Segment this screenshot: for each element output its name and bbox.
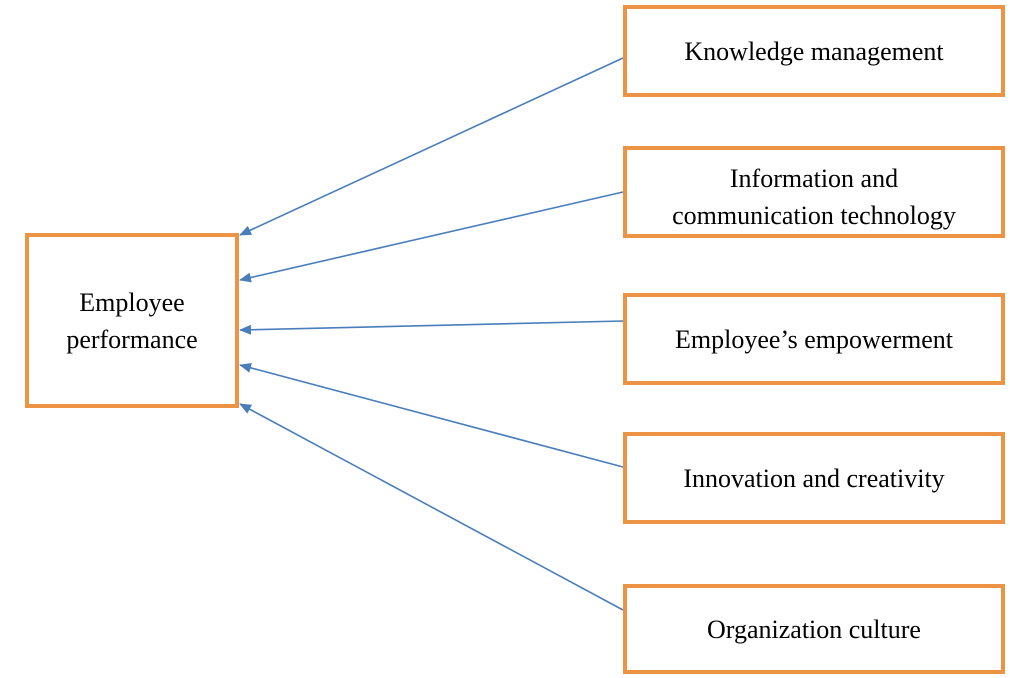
innovation-box: Innovation and creativity — [623, 432, 1005, 524]
innovation-label: Innovation and creativity — [683, 463, 945, 493]
ict-box: Information and communication technology — [623, 146, 1005, 238]
ict-label: Information and communication technology — [672, 164, 956, 230]
knowledge-management-box: Knowledge management — [623, 5, 1005, 97]
arrow-culture — [239, 403, 624, 611]
culture-box: Organization culture — [623, 584, 1005, 674]
arrow-empowerment — [239, 320, 624, 335]
arrow-ict — [239, 191, 624, 283]
arrow-knowledge-management — [239, 57, 624, 236]
employee-performance-label: Employee performance — [66, 287, 198, 354]
knowledge-management-label: Knowledge management — [684, 36, 944, 66]
employee-performance-box: Employee performance — [25, 233, 239, 408]
culture-label: Organization culture — [707, 614, 921, 644]
empowerment-box: Employee’s empowerment — [623, 293, 1005, 385]
empowerment-label: Employee’s empowerment — [675, 324, 953, 354]
arrow-innovation — [239, 362, 624, 468]
